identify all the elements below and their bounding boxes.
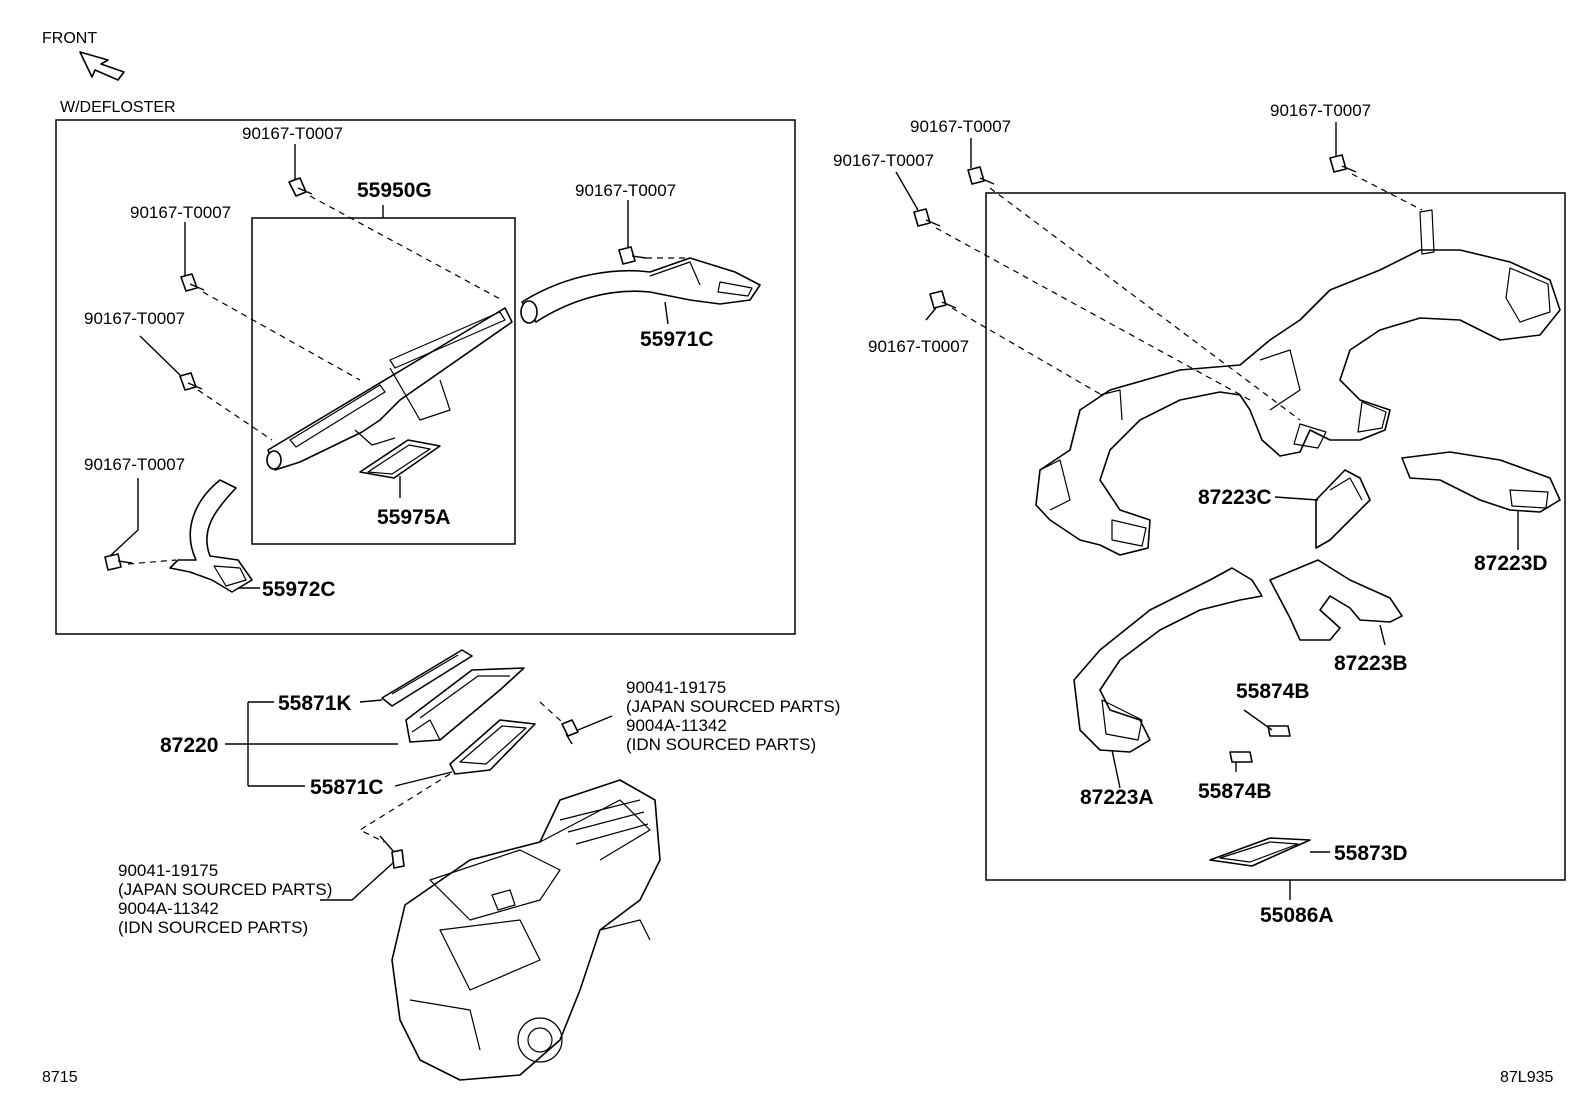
gasket-55975A — [359, 439, 441, 479]
part-label-55871K: 55871K — [278, 692, 352, 715]
clip-label-L3: 90167-T0007 — [84, 309, 185, 328]
part-label-87223C: 87223C — [1198, 486, 1272, 509]
clip-icon-R2 — [913, 208, 941, 227]
clip-label-L4: 90167-T0007 — [84, 455, 185, 474]
clip-label-L1: 90167-T0007 — [242, 124, 343, 143]
part-label-55873D: 55873D — [1334, 842, 1408, 865]
heater-unit-assembly — [391, 779, 661, 1081]
part-label-87223A: 87223A — [1080, 786, 1154, 809]
clip-icon-L1 — [288, 177, 313, 197]
screw-label-a4: (IDN SOURCED PARTS) — [626, 735, 816, 754]
clip-label-R2: 90167-T0007 — [833, 151, 934, 170]
front-label: FRONT — [42, 30, 97, 47]
pad-55874B-1 — [1267, 725, 1291, 737]
screw-label-a1: 90041-19175 — [626, 678, 726, 697]
clip-icon-R4 — [929, 290, 957, 309]
part-label-87223B: 87223B — [1334, 652, 1408, 675]
clip-label-L5: 90167-T0007 — [575, 181, 676, 200]
variant-label: W/DEFLOSTER — [60, 99, 176, 116]
duct-group-box-55086A — [985, 192, 1566, 881]
part-label-55871C: 55871C — [310, 776, 384, 799]
filter-cover-55871K — [381, 649, 473, 707]
filter-55871C — [449, 719, 536, 775]
clip-icon-R3 — [1329, 154, 1357, 173]
part-label-55972C: 55972C — [262, 578, 336, 601]
page-code-right: 87L935 — [1500, 1069, 1553, 1086]
part-label-55874B-2: 55874B — [1198, 780, 1272, 803]
defroster-nozzle-55950G — [266, 307, 513, 471]
duct-87223C — [1315, 469, 1371, 549]
filter-case-87220 — [405, 667, 525, 743]
side-duct-55972C — [169, 479, 253, 593]
clip-label-L2: 90167-T0007 — [130, 203, 231, 222]
gasket-55873D — [1209, 837, 1311, 867]
page-code-left: 8715 — [42, 1069, 78, 1086]
part-label-55975A: 55975A — [377, 506, 451, 529]
part-label-55950G: 55950G — [357, 179, 432, 202]
clip-label-R1: 90167-T0007 — [910, 117, 1011, 136]
duct-87223D — [1401, 451, 1561, 513]
clip-icon-L3 — [179, 372, 203, 391]
screw-label-a2: (JAPAN SOURCED PARTS) — [626, 697, 840, 716]
front-arrow-icon — [79, 51, 125, 81]
clip-icon-L5 — [618, 246, 647, 265]
side-duct-55971C — [520, 257, 761, 324]
screw-label-b2: (JAPAN SOURCED PARTS) — [118, 880, 332, 899]
screw-label-a3: 9004A-11342 — [626, 716, 727, 735]
center-duct — [1035, 209, 1561, 556]
part-label-87223D: 87223D — [1474, 552, 1548, 575]
part-label-55874B-1: 55874B — [1236, 680, 1310, 703]
pad-55874B-2 — [1229, 751, 1253, 763]
duct-87223A — [1073, 567, 1263, 753]
screw-label-b4: (IDN SOURCED PARTS) — [118, 918, 308, 937]
part-label-87220: 87220 — [160, 734, 218, 757]
clip-icon-L4 — [104, 553, 133, 571]
part-label-55086A: 55086A — [1260, 904, 1334, 927]
part-label-55971C: 55971C — [640, 328, 714, 351]
clip-icon-L2 — [180, 273, 205, 292]
clip-label-R3: 90167-T0007 — [1270, 101, 1371, 120]
duct-87223B — [1269, 559, 1403, 641]
screw-icon-a — [561, 719, 579, 745]
screw-label-b1: 90041-19175 — [118, 861, 218, 880]
screw-label-b3: 9004A-11342 — [118, 899, 219, 918]
clip-icon-R1 — [967, 166, 995, 185]
screw-icon-b — [379, 835, 405, 869]
clip-label-R4: 90167-T0007 — [868, 337, 969, 356]
defroster-group-box — [55, 119, 796, 635]
